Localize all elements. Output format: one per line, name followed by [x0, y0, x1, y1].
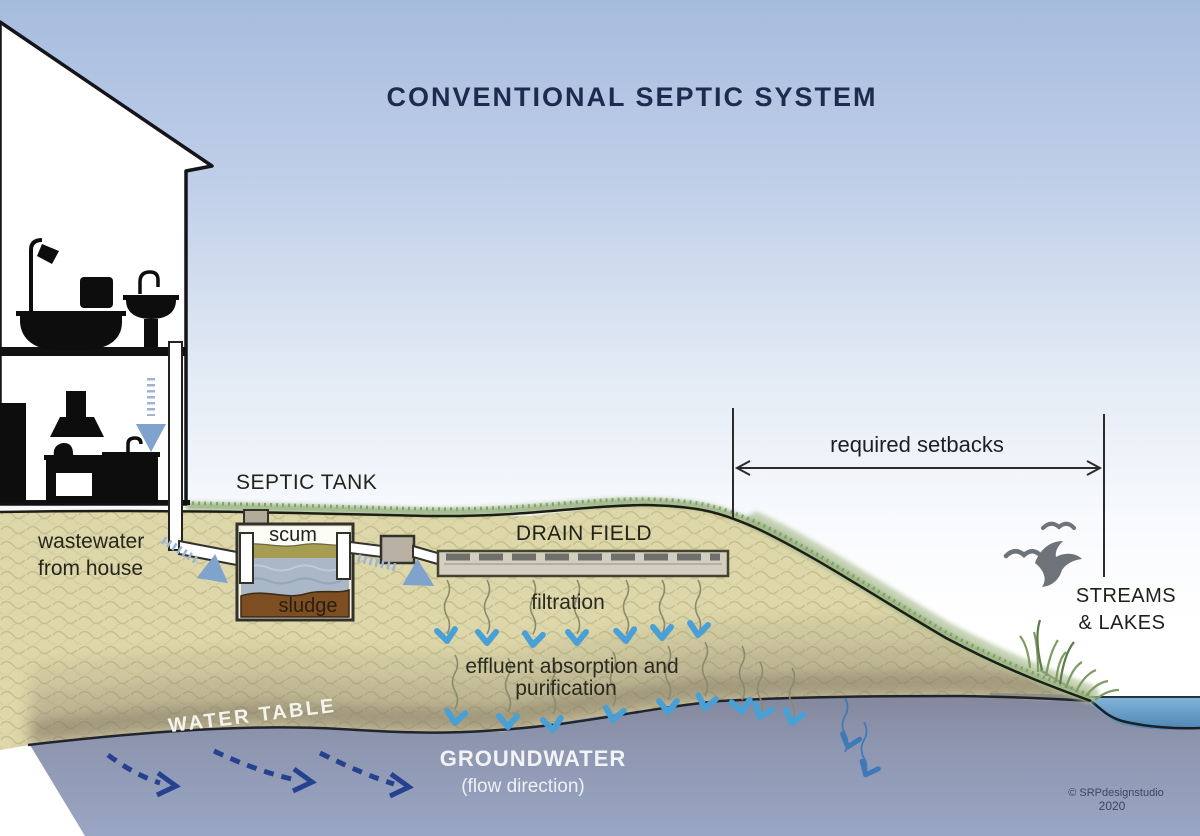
label-effluent-2: purification: [515, 677, 617, 700]
toilet-icon: [80, 277, 113, 308]
sink-counter: [102, 452, 160, 457]
label-scum: scum: [269, 524, 317, 546]
faucet-icon: [138, 270, 160, 294]
inlet-baffle: [239, 532, 254, 584]
setback-dimension: [732, 408, 1105, 577]
sludge-layer: [240, 588, 350, 618]
arrow-right-icon: [1086, 460, 1103, 476]
kitchen-faucet-icon: [126, 436, 143, 452]
tank-lid-band: [241, 527, 349, 545]
stream-water: [1084, 697, 1200, 730]
sink-cabinet-icon: [104, 456, 158, 503]
scum-layer: [240, 543, 350, 560]
sink-pedestal: [144, 319, 158, 347]
bird-large-icon: [1035, 541, 1082, 587]
house: [0, 20, 214, 551]
bird-small-icon: [1041, 521, 1076, 530]
label-septic-tank: SEPTIC TANK: [236, 471, 377, 494]
soil-cross-section: [0, 506, 1093, 750]
septic-tank: [178, 509, 442, 622]
label-required-setbacks: required setbacks: [830, 432, 1004, 457]
refrigerator-icon: [0, 403, 26, 502]
groundwater-zone: [30, 696, 1200, 836]
page-title: CONVENTIONAL SEPTIC SYSTEM: [386, 82, 877, 112]
floor-divider: [0, 347, 186, 356]
label-drain-field: DRAIN FIELD: [516, 522, 652, 545]
wastewater-down-arrow: [136, 378, 166, 452]
bathtub-rim: [16, 311, 126, 316]
shower-head-icon: [37, 244, 59, 264]
label-filtration: filtration: [531, 591, 605, 614]
label-streams-2: & LAKES: [1079, 612, 1166, 634]
hood-chimney: [66, 391, 86, 418]
kettle-icon: [53, 442, 74, 457]
label-sludge: sludge: [279, 595, 338, 617]
sink-bowl-icon: [126, 300, 176, 319]
ground-line: [0, 503, 1092, 703]
bathroom-fixtures: [16, 238, 179, 350]
sink-rim: [123, 295, 179, 300]
house-outline: [0, 20, 214, 506]
label-flow-direction: (flow direction): [461, 776, 585, 797]
label-groundwater: GROUNDWATER: [440, 746, 627, 771]
outlet-baffle: [336, 532, 351, 580]
house-drain-pipe: [168, 341, 183, 551]
kitchen-fixtures: [0, 391, 160, 503]
label-wastewater-1: wastewater: [37, 530, 144, 553]
oven-window: [56, 473, 92, 496]
bird-small-icon: [1003, 549, 1044, 559]
drain-field: [436, 549, 730, 578]
bathtub-icon: [20, 316, 122, 350]
effluent-layer: [241, 558, 349, 596]
range-hood-icon: [50, 417, 104, 437]
groundwater-flow-arrows: [106, 748, 414, 799]
bank-grass-tufts: [1019, 619, 1120, 701]
label-effluent-1: effluent absorption and: [465, 655, 678, 678]
shower-pipe-icon: [29, 238, 43, 316]
grass-band: [185, 497, 1092, 702]
soil-shadow-band: [30, 616, 1093, 745]
ground-surface: [0, 497, 1120, 703]
label-streams-1: STREAMS: [1076, 585, 1176, 607]
grass-texture: [185, 497, 1091, 697]
stove-counter: [44, 455, 106, 460]
arrow-left-icon: [734, 460, 751, 476]
distribution-box: [379, 534, 416, 565]
effluent-flow-arrows: [160, 536, 442, 599]
birds-icon: [1003, 521, 1082, 587]
label-wastewater-2: from house: [38, 557, 143, 580]
credit-studio: © SRPdesignstudio: [1068, 787, 1164, 799]
credit-year: 2020: [1099, 799, 1126, 813]
